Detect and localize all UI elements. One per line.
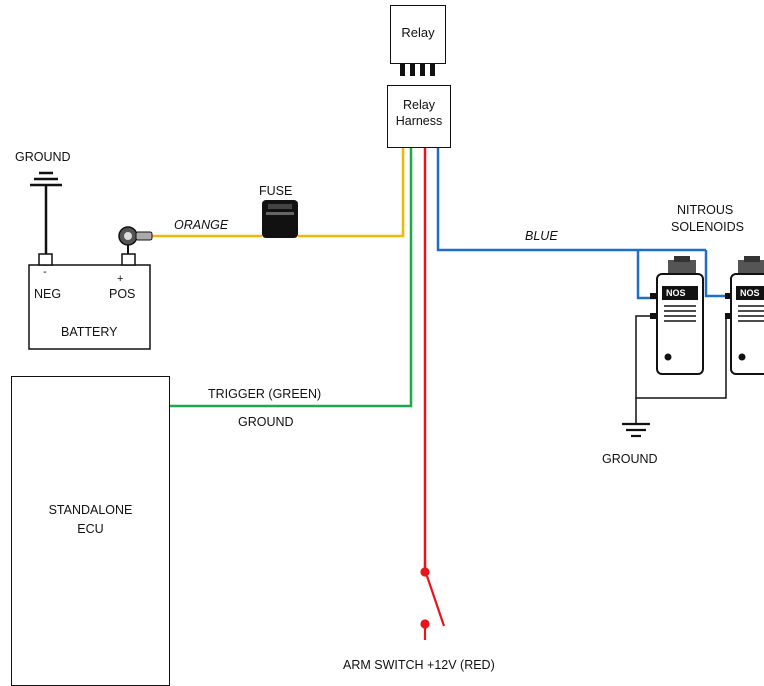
relay-harness-line2: Harness bbox=[395, 114, 443, 128]
fuse-label: FUSE bbox=[259, 184, 293, 198]
solenoid-badge-1: NOS bbox=[666, 288, 686, 298]
relay-pins bbox=[400, 64, 435, 76]
standalone-ecu: STANDALONE ECU bbox=[11, 376, 170, 686]
relay: Relay bbox=[390, 5, 446, 64]
neg-sign: - bbox=[43, 266, 47, 278]
green-wire bbox=[170, 148, 413, 408]
solenoid-badge-2: NOS bbox=[740, 288, 760, 298]
arm-switch[interactable] bbox=[420, 567, 446, 641]
orange-wire-label: ORANGE bbox=[174, 218, 229, 232]
ground-symbol-battery bbox=[30, 171, 62, 254]
pos-label: POS bbox=[109, 287, 136, 301]
solenoid-ground-wiring bbox=[635, 315, 727, 424]
ecu-label-line1: STANDALONE bbox=[48, 503, 133, 517]
ground-symbol-solenoids bbox=[622, 422, 650, 438]
ground-label-mid: GROUND bbox=[238, 415, 294, 429]
nitrous-label-line2: SOLENOIDS bbox=[671, 220, 744, 234]
nitrous-label-line1: NITROUS bbox=[677, 203, 734, 217]
trigger-label: TRIGGER (GREEN) bbox=[208, 387, 322, 401]
arm-switch-label: ARM SWITCH +12V (RED) bbox=[343, 658, 495, 672]
blue-wire-label: BLUE bbox=[525, 229, 558, 243]
ground-label-right: GROUND bbox=[602, 452, 658, 466]
neg-label: NEG bbox=[34, 287, 62, 301]
relay-label: Relay bbox=[401, 25, 435, 40]
solenoid-2 bbox=[725, 256, 764, 375]
battery-body bbox=[28, 244, 151, 350]
ring-terminal-icon bbox=[118, 226, 153, 246]
fuse-icon bbox=[262, 200, 298, 238]
battery-label: BATTERY bbox=[61, 325, 118, 339]
solenoid-1 bbox=[650, 256, 704, 375]
relay-harness-line1: Relay bbox=[403, 98, 435, 112]
relay-harness: Relay Harness bbox=[387, 85, 451, 148]
pos-sign: + bbox=[117, 273, 124, 285]
orange-wire bbox=[152, 148, 405, 238]
ecu-label-line2: ECU bbox=[77, 522, 104, 536]
ground-label-top: GROUND bbox=[15, 150, 71, 164]
